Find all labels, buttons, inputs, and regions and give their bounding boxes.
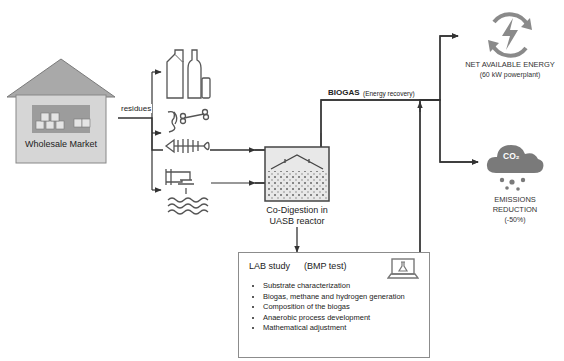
list-text: Mathematical adjustment bbox=[263, 323, 346, 332]
reactor-node: Co-Digestion in UASB reactor bbox=[255, 133, 339, 227]
list-text: Composition of the biogas bbox=[263, 302, 350, 311]
list-item: Mathematical adjustment bbox=[263, 323, 421, 334]
connector bbox=[321, 36, 458, 133]
market-building: Wholesale Market bbox=[4, 55, 118, 165]
building-label: Wholesale Market bbox=[4, 139, 118, 150]
uasb-reactor-icon bbox=[255, 133, 339, 203]
energy-icon bbox=[458, 8, 562, 60]
list-item: Substrate characterization bbox=[263, 281, 421, 292]
list-item: Anaerobic process development bbox=[263, 313, 421, 324]
cloud-icon bbox=[478, 135, 552, 195]
food-waste-icon bbox=[163, 108, 210, 158]
list-item: Biogas, methane and hydrogen generation bbox=[263, 292, 421, 303]
output-label: (60 kW powerplant) bbox=[458, 70, 562, 80]
lab-box: LAB study (BMP test) Substrate characteriz… bbox=[238, 252, 430, 358]
list-text: Substrate characterization bbox=[263, 281, 350, 290]
edge-label: BIOGAS bbox=[327, 88, 361, 97]
heading-text: (BMP test) bbox=[304, 261, 346, 271]
list-text: Anaerobic process development bbox=[263, 313, 370, 322]
output-label: (-50%) bbox=[478, 215, 552, 225]
lab-list: Substrate characterizationBiogas, methan… bbox=[249, 281, 421, 334]
connector bbox=[420, 36, 458, 252]
wastewater-icon bbox=[163, 165, 210, 215]
lab-icon bbox=[387, 256, 419, 282]
list-text: Biogas, methane and hydrogen generation bbox=[263, 292, 405, 301]
connector bbox=[296, 227, 297, 252]
list-item: Composition of the biogas bbox=[263, 302, 421, 313]
line-note: (Energy recovery) bbox=[362, 90, 416, 97]
lab-heading: LAB study (BMP test) bbox=[249, 261, 421, 271]
output-label: EMISSIONS REDUCTION bbox=[478, 195, 552, 215]
packaging-icon bbox=[163, 46, 210, 100]
connector bbox=[420, 100, 478, 252]
emissions-node: EMISSIONS REDUCTION(-50%) bbox=[478, 135, 552, 225]
reactor-caption: Co-Digestion in UASB reactor bbox=[255, 203, 339, 227]
output-label: NET AVAILABLE ENERGY bbox=[458, 60, 562, 70]
icon-text: CO₂ bbox=[502, 151, 521, 161]
heading-text: LAB study bbox=[249, 261, 290, 271]
energy-node: NET AVAILABLE ENERGY(60 kW powerplant) bbox=[458, 8, 562, 80]
edge-label: residues bbox=[120, 104, 152, 113]
connector bbox=[321, 100, 478, 162]
